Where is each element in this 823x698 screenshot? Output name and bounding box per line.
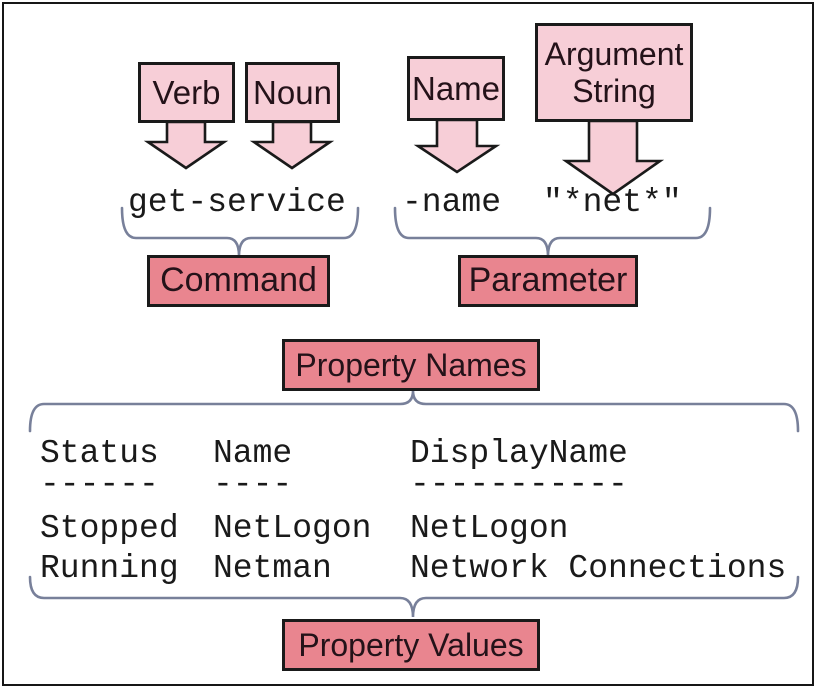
argument-string-box: Argument String xyxy=(535,23,693,122)
argument-code-text: "*net*" xyxy=(543,184,682,221)
parameter-code-text: -name xyxy=(402,184,502,221)
verb-label: Verb xyxy=(152,73,221,111)
property-names-box: Property Names xyxy=(282,339,540,391)
property-values-brace xyxy=(28,575,800,618)
table-cell-name-row1: NetLogon xyxy=(213,510,372,547)
table-underline-status: ------ xyxy=(40,466,159,503)
property-values-box: Property Values xyxy=(282,619,540,671)
parameter-label: Parameter xyxy=(468,261,628,300)
noun-label: Noun xyxy=(253,73,332,111)
table-cell-displayname-row2: Network Connections xyxy=(410,550,787,587)
noun-down-arrow-icon xyxy=(249,120,335,170)
table-cell-displayname-row1: NetLogon xyxy=(410,510,569,547)
table-cell-status-row2: Running xyxy=(40,550,179,587)
verb-box: Verb xyxy=(138,62,235,123)
name-label: Name xyxy=(411,69,501,107)
argument-string-label: Argument String xyxy=(544,35,684,109)
table-cell-name-row2: Netman xyxy=(213,550,332,587)
parameter-box: Parameter xyxy=(458,255,638,307)
table-underline-displayname: ----------- xyxy=(410,466,628,503)
outer-border xyxy=(2,2,814,686)
property-values-label: Property Values xyxy=(298,626,524,663)
command-code-text: get-service xyxy=(128,184,346,221)
argument-down-arrow-icon xyxy=(561,119,665,196)
property-names-brace xyxy=(28,390,800,433)
property-names-label: Property Names xyxy=(295,346,527,383)
verb-down-arrow-icon xyxy=(143,120,229,170)
command-label: Command xyxy=(160,261,317,300)
table-header-displayname: DisplayName xyxy=(410,435,628,472)
table-cell-status-row1: Stopped xyxy=(40,510,179,547)
name-down-arrow-icon xyxy=(413,118,501,174)
table-underline-name: ---- xyxy=(213,466,293,503)
name-box: Name xyxy=(407,56,505,121)
command-box: Command xyxy=(147,255,330,307)
table-header-name: Name xyxy=(213,435,293,472)
noun-box: Noun xyxy=(245,62,340,123)
table-header-status: Status xyxy=(40,435,159,472)
